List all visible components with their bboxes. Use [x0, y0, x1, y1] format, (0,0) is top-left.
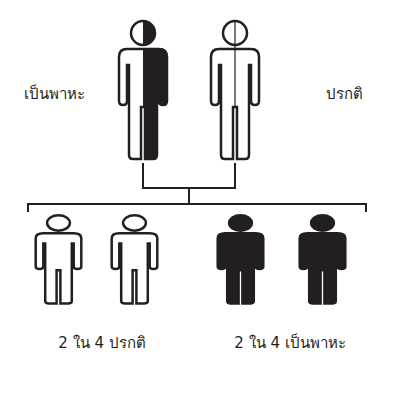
figure-body: [119, 49, 167, 159]
person-figure: [119, 21, 167, 159]
figure-head: [47, 215, 70, 230]
figure-head-fill: [143, 21, 155, 45]
figure-body-fill: [143, 49, 167, 159]
figure-head: [131, 21, 155, 45]
normal-children: 2 ใน 4 ปรกติ: [16, 212, 188, 362]
person-figure: [112, 215, 158, 303]
person-figure: [36, 215, 82, 303]
person-figure: [218, 215, 264, 303]
figure-body: [218, 233, 264, 303]
figure-body: [300, 233, 346, 303]
ratio-label: 2 ใน 4 เป็นพาหะ: [202, 334, 378, 352]
carrier-half: [143, 21, 167, 159]
figure-illustration: [112, 15, 174, 163]
figure-head: [123, 215, 146, 230]
figure-illustration: [204, 15, 266, 163]
ratio-label: 2 ใน 4 ปรกติ: [16, 334, 188, 352]
parent-label: ปรกติ: [324, 85, 365, 103]
figure-head: [311, 215, 334, 230]
carrier-children: 2 ใน 4 เป็นพาหะ: [202, 212, 378, 362]
figure-head: [229, 215, 252, 230]
carrier-parent: เป็นพาหะ: [112, 15, 174, 163]
normal-parent: ปรกติ: [204, 15, 266, 163]
figure-midline: [234, 22, 235, 107]
figure-body: [112, 233, 158, 303]
figure-body: [36, 233, 82, 303]
family-line: [189, 163, 366, 212]
person-figure: [300, 215, 346, 303]
person-figure: [211, 21, 259, 159]
parent-label: เป็นพาหะ: [22, 85, 87, 103]
